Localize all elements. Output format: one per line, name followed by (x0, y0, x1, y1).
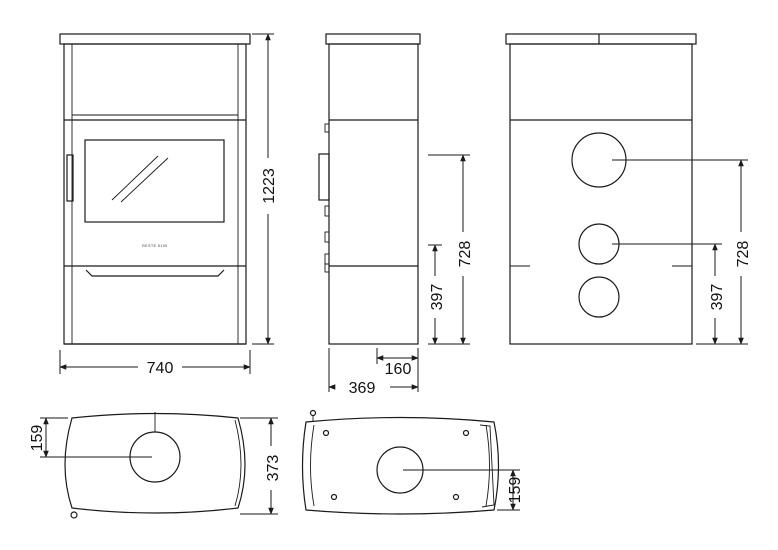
top-offset-label: 159 (29, 425, 46, 452)
rear-top-cap (505, 33, 697, 45)
front-width-label: 740 (147, 360, 174, 377)
top-knob (70, 511, 78, 519)
bottom-outline (301, 416, 500, 515)
door-handle (66, 154, 74, 202)
side-view: 728 397 160 369 (318, 33, 474, 397)
rear-body (509, 43, 693, 345)
bottom-view: 159 (301, 409, 524, 515)
bottom-knob (309, 409, 317, 417)
side-handle (318, 153, 330, 201)
top-depth-label: 373 (265, 455, 282, 482)
ash-drawer-lip (85, 269, 225, 277)
front-glass-window (84, 139, 225, 223)
top-view: 159 373 (29, 412, 282, 519)
front-top-cap (59, 33, 251, 45)
side-outlet-height-label: 728 (457, 241, 474, 268)
top-outline (64, 412, 246, 514)
rear-outlet-height-label: 728 (735, 241, 752, 268)
side-depth-label: 369 (349, 380, 376, 397)
side-body (328, 43, 419, 345)
brand-text: RESTE 5100 (142, 244, 167, 248)
rear-air-inlet (578, 276, 620, 318)
rear-inlet-height-label: 397 (709, 284, 726, 311)
bottom-offset-label: 159 (507, 477, 524, 504)
rear-view: 728 397 (505, 33, 752, 345)
side-offset-label: 160 (385, 361, 412, 378)
front-view: RESTE 5100 740 1223 (59, 33, 278, 377)
side-inlet-height-label: 397 (429, 284, 446, 311)
side-top-cap (325, 33, 421, 45)
front-body (63, 43, 247, 345)
front-height-label: 1223 (261, 168, 278, 204)
